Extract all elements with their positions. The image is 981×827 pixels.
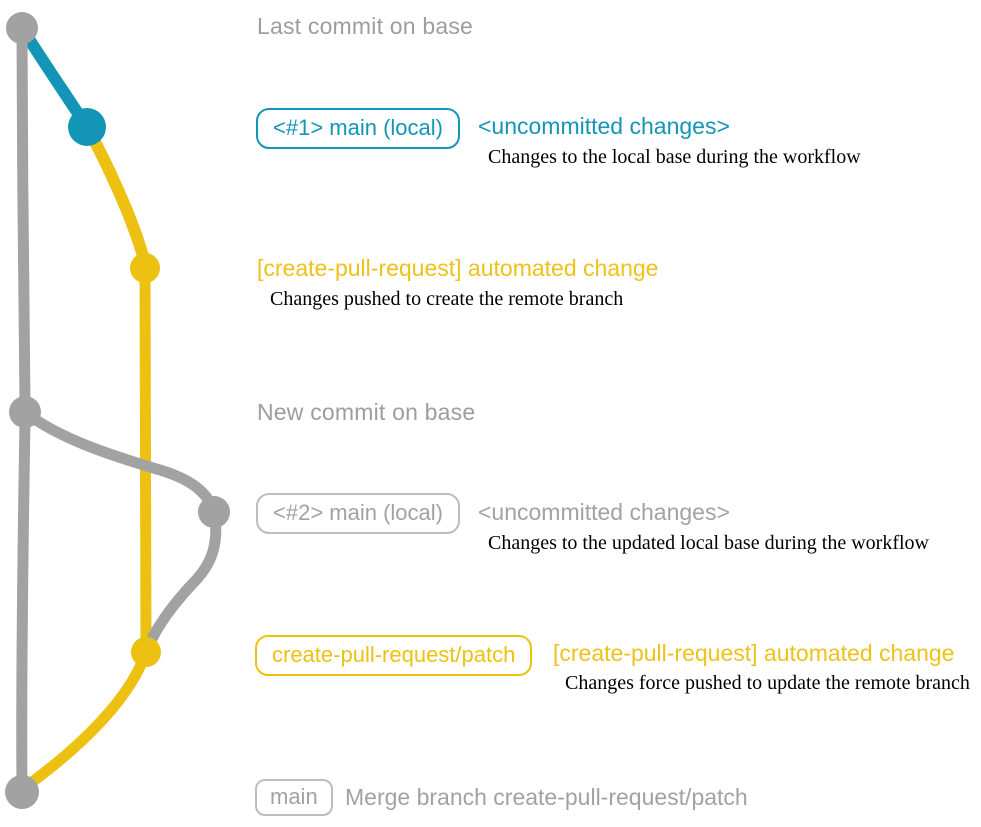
base-branch-line-upper [16,24,31,410]
commit-node-local-2 [198,496,230,528]
description-local-changes-2: Changes to the updated local base during… [488,532,929,554]
commit-title-automated-change-2: [create-pull-request] automated change [553,640,955,666]
description-local-changes-1: Changes to the local base during the wor… [488,146,861,168]
base-branch-line-lower [16,414,31,796]
commit-node-patch-2 [131,637,161,667]
description-force-pushed: Changes force pushed to update the remot… [565,672,970,694]
commit-node-patch-1 [130,253,160,283]
milestone-last-commit: Last commit on base [257,13,474,39]
description-pushed-create: Changes pushed to create the remote bran… [270,288,624,310]
branch-badge-create-pull-request-patch: create-pull-request/patch [255,635,533,677]
git-graph [5,12,230,809]
branch-badge-main-local-2: <#2> main (local) [256,493,460,535]
commit-node-local-1 [68,108,106,146]
commit-title-merge: Merge branch create-pull-request/patch [345,784,748,810]
local-main-2-branch-line [19,406,220,518]
status-uncommitted-changes-1: <uncommitted changes> [478,113,730,139]
branch-badge-main: main [255,779,333,817]
local-main-2-to-patch-line [140,506,222,658]
status-uncommitted-changes-2: <uncommitted changes> [478,499,730,525]
milestone-new-commit: New commit on base [257,399,476,425]
commit-node-base-1 [6,12,38,44]
branch-badge-main-local-1: <#1> main (local) [256,108,460,150]
patch-branch-upper-line [81,121,151,274]
commit-node-merge [5,775,39,809]
commit-title-automated-change-1: [create-pull-request] automated change [257,255,659,281]
patch-merge-line [16,646,152,798]
commit-node-base-2 [9,396,41,428]
